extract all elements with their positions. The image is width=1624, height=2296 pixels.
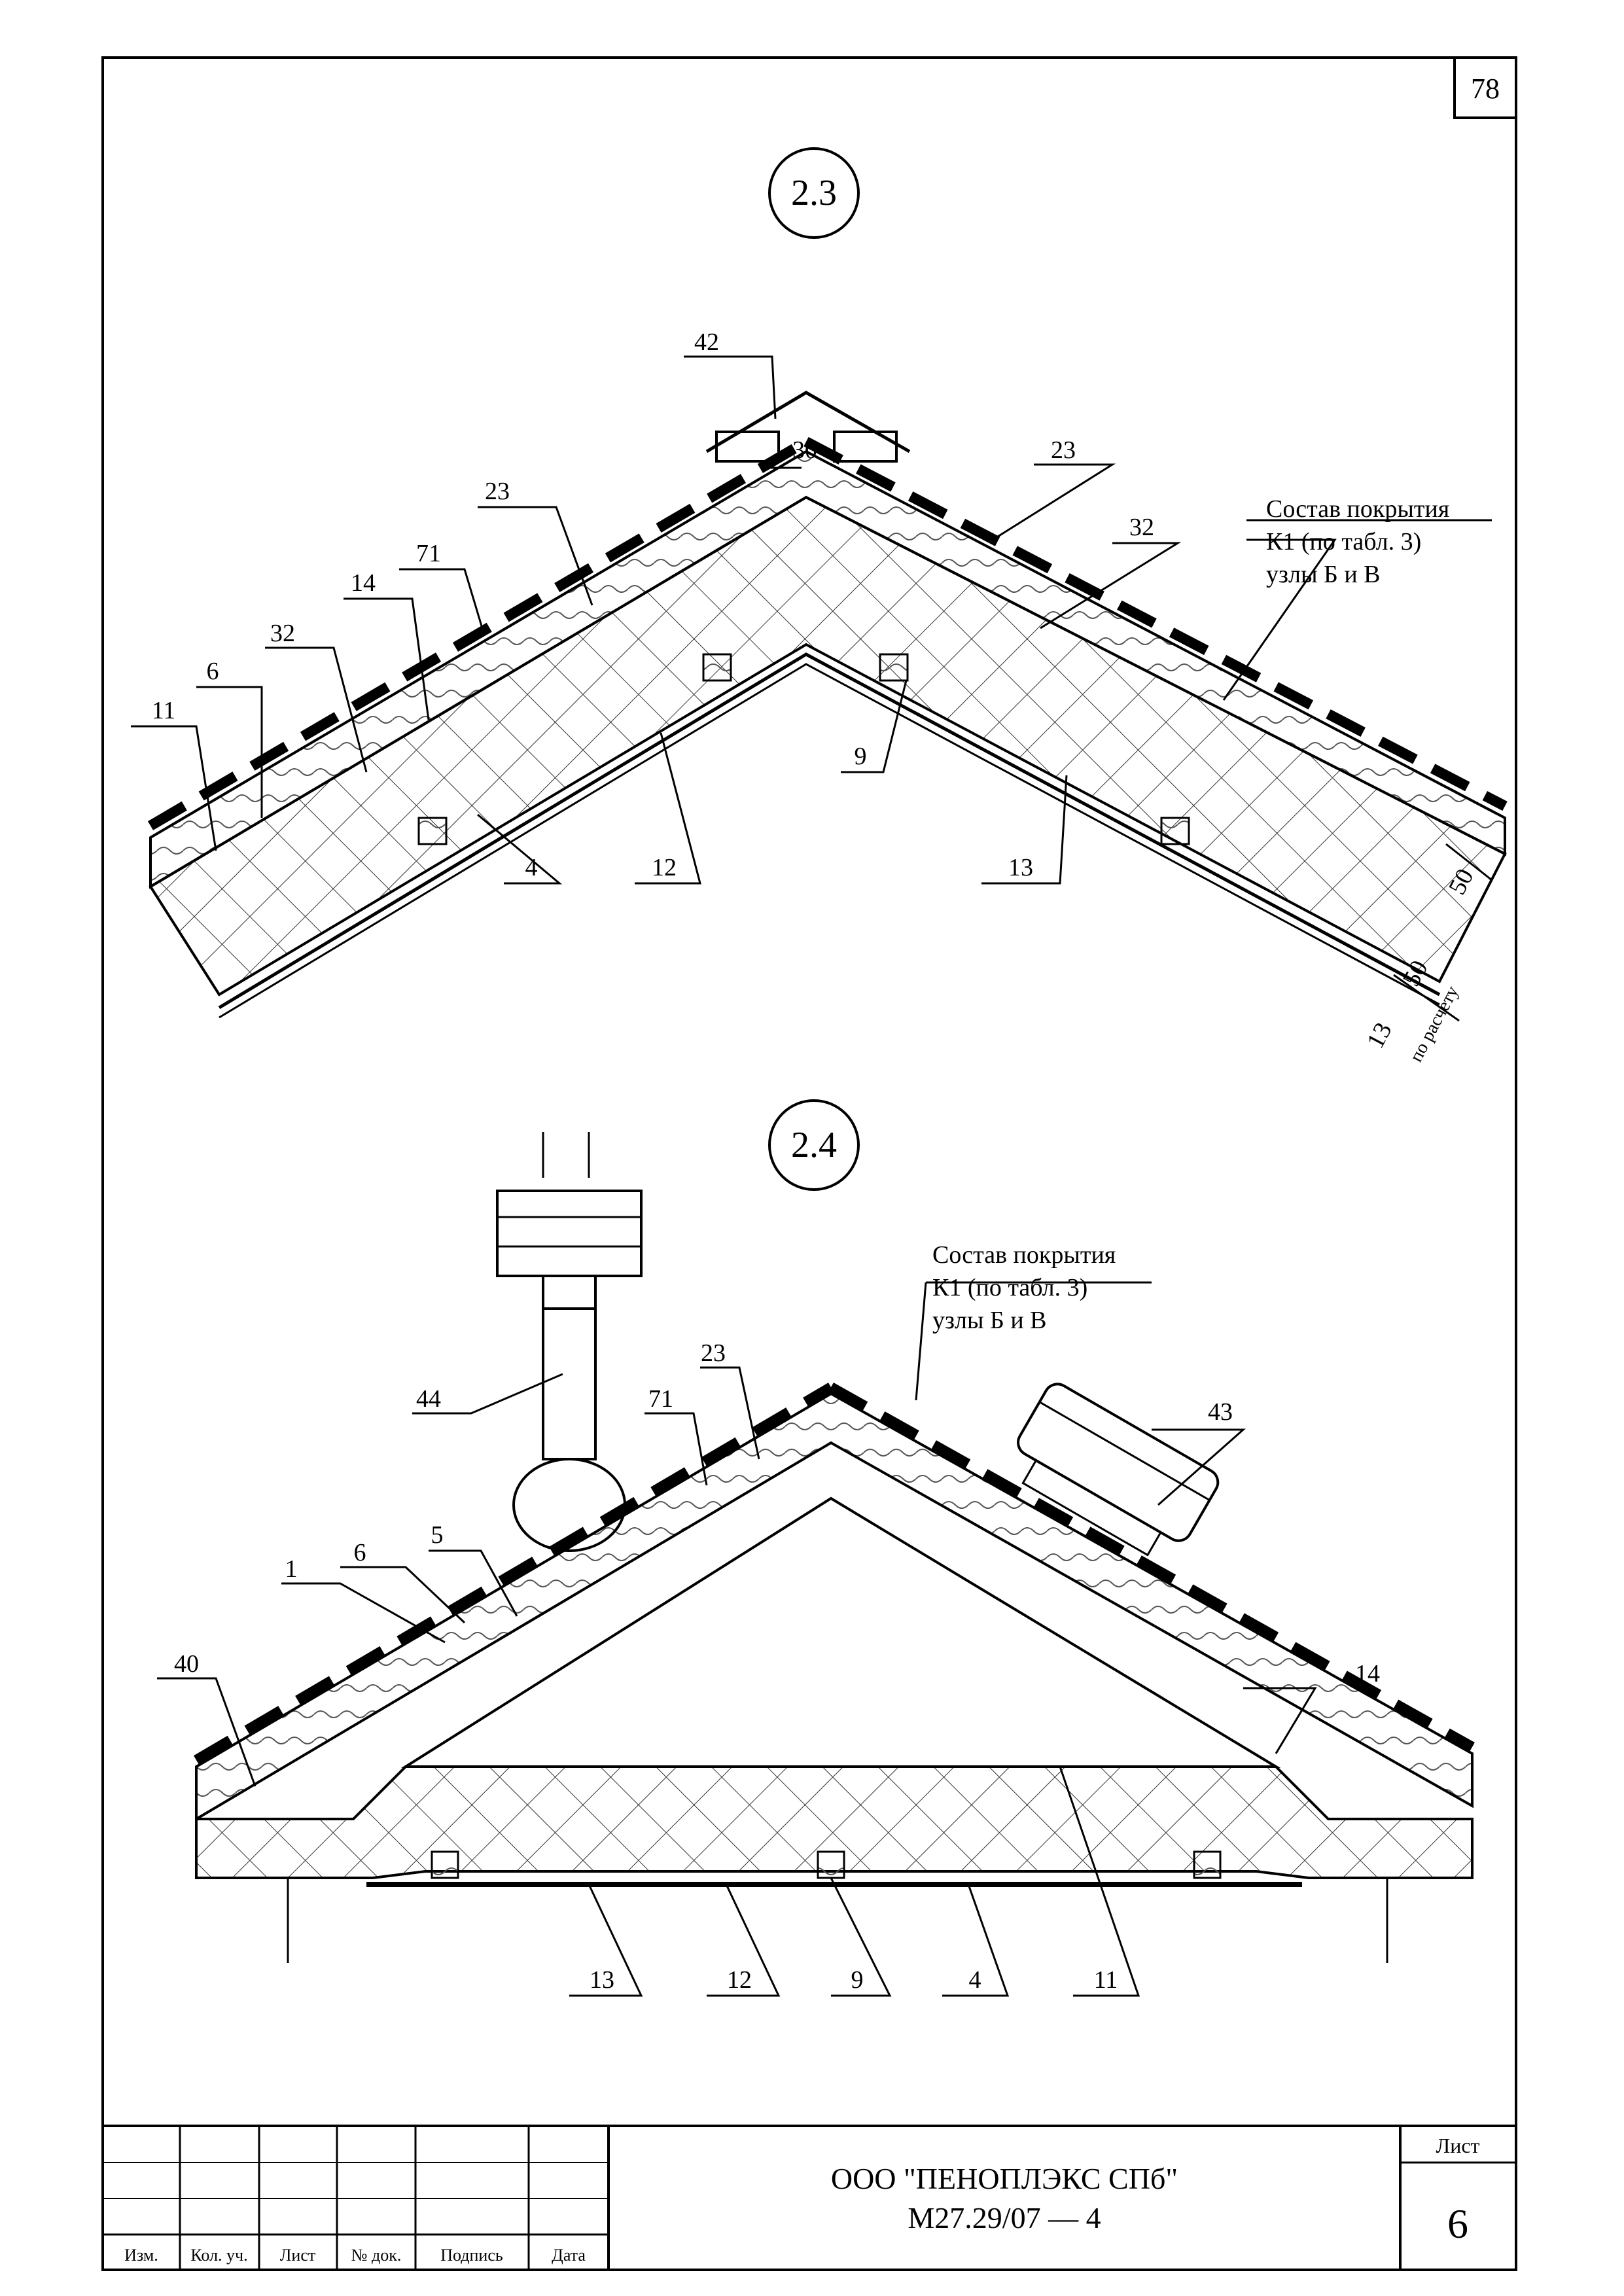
callout-13-b: 13 xyxy=(590,1966,614,1994)
callout-6: 6 xyxy=(207,658,219,685)
callout-13: 13 xyxy=(1008,854,1033,881)
batten-block xyxy=(702,653,732,682)
callout-71-b: 71 xyxy=(648,1385,673,1413)
batten-block xyxy=(431,1850,459,1879)
composition-line-1: Состав покрытия xyxy=(1266,495,1449,523)
corner-number: 78 xyxy=(1471,73,1500,105)
detail-2-3-label: 2.3 xyxy=(791,173,837,213)
composition-line-2: К1 (по табл. 3) xyxy=(1266,528,1421,556)
dim-13: 13 xyxy=(1362,1018,1398,1053)
ridge-vent-left xyxy=(715,431,780,463)
ridge-vent-right xyxy=(833,431,898,463)
title-block: Изм. Кол. уч. Лист № док. Подпись Дата О… xyxy=(103,2125,1516,2270)
callout-12: 12 xyxy=(652,854,677,881)
col-label-list: Лист xyxy=(280,2246,315,2265)
callout-14: 14 xyxy=(351,569,376,597)
composition-line-2-b: К1 (по табл. 3) xyxy=(932,1274,1087,1301)
callout-32-right: 32 xyxy=(1129,514,1154,541)
callout-14-b: 14 xyxy=(1355,1660,1380,1687)
ceiling-insulation xyxy=(195,1765,1474,1879)
callout-23-left: 23 xyxy=(485,478,510,505)
callout-9-b: 9 xyxy=(851,1966,864,1994)
callout-4-b: 4 xyxy=(969,1966,981,1994)
col-label-doc: № док. xyxy=(351,2246,402,2265)
batten-block xyxy=(879,653,909,682)
detail-2-3-marker xyxy=(768,147,860,239)
callout-30: 30 xyxy=(792,436,817,464)
callout-32-left: 32 xyxy=(270,620,295,647)
callout-12-b: 12 xyxy=(727,1966,752,1994)
callout-43: 43 xyxy=(1208,1398,1233,1426)
company-name: ООО "ПЕНОПЛЭКС СПб" xyxy=(831,2162,1178,2195)
col-label-izm: Изм. xyxy=(124,2246,158,2265)
callout-71: 71 xyxy=(416,540,441,567)
callout-4: 4 xyxy=(525,854,538,881)
corner-number-box xyxy=(1453,56,1517,119)
batten-block xyxy=(1160,817,1190,845)
roof-covering-left xyxy=(147,437,809,830)
col-label-kol: Кол. уч. xyxy=(190,2246,247,2265)
composition-line-3-b: узлы Б и В xyxy=(932,1307,1047,1334)
callout-9: 9 xyxy=(855,743,867,770)
callout-11-b: 11 xyxy=(1094,1966,1118,1994)
batten-block xyxy=(417,817,448,845)
vapor-barrier xyxy=(219,663,1440,1019)
roof-covering-right xyxy=(803,436,1508,811)
composition-line-1-b: Состав покрытия xyxy=(932,1241,1116,1269)
callout-6-b: 6 xyxy=(354,1539,366,1566)
callout-42: 42 xyxy=(694,328,719,356)
ceiling-finish xyxy=(218,652,1441,1010)
callout-23-right: 23 xyxy=(1051,436,1076,464)
sheet-number: 6 xyxy=(1447,2200,1468,2247)
callout-5: 5 xyxy=(431,1521,444,1549)
batten-block xyxy=(1193,1850,1222,1879)
attic-space xyxy=(401,1496,1281,1768)
callout-1: 1 xyxy=(285,1555,298,1583)
detail-2-4: 2.4 xyxy=(157,1099,1475,1997)
sheet-frame xyxy=(101,56,1517,2271)
callout-40: 40 xyxy=(174,1650,199,1678)
sheet-label: Лист xyxy=(1436,2134,1479,2157)
callout-11: 11 xyxy=(152,697,176,724)
callout-23-b: 23 xyxy=(701,1339,726,1367)
col-label-sign: Подпись xyxy=(440,2246,503,2265)
sheathing-layer xyxy=(149,450,1506,889)
callout-44: 44 xyxy=(416,1385,441,1413)
roof-covering-b-right xyxy=(828,1383,1475,1752)
document-code: М27.29/07 — 4 xyxy=(908,2201,1101,2234)
dim-calc: по расчету xyxy=(1406,983,1463,1065)
detail-2-4-marker xyxy=(768,1099,860,1191)
detail-2-3: 2.3 xyxy=(131,147,1508,1065)
roof-covering-b-left xyxy=(193,1383,834,1765)
detail-2-4-label: 2.4 xyxy=(791,1125,837,1165)
col-label-date: Дата xyxy=(552,2246,586,2265)
batten-block xyxy=(817,1850,845,1879)
composition-line-3: узлы Б и В xyxy=(1266,561,1381,588)
roof-vent-turbine xyxy=(496,1132,643,1552)
